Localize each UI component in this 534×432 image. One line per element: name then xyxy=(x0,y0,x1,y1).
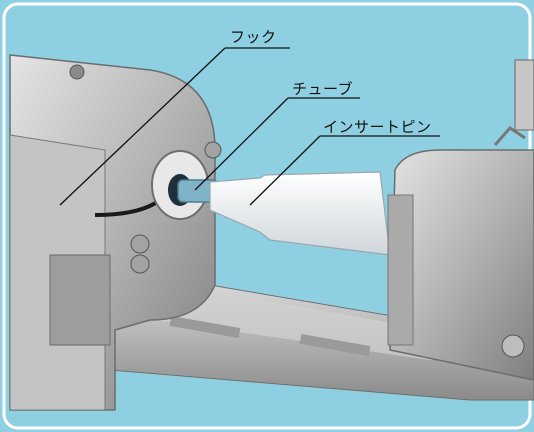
right-connector xyxy=(514,59,534,131)
insert-pin-label: インサートピン xyxy=(323,118,432,136)
side-screw-2 xyxy=(130,234,150,254)
right-block-face xyxy=(387,194,414,346)
tube-leader xyxy=(194,97,289,191)
side-screw-1 xyxy=(204,141,222,159)
right-block xyxy=(389,149,534,381)
left-housing-slot xyxy=(49,254,111,346)
hook-label: フック xyxy=(230,28,277,46)
right-screw xyxy=(501,334,525,358)
tube-label: チューブ xyxy=(292,80,354,98)
side-screw-3 xyxy=(130,254,150,274)
pin-leader xyxy=(249,135,321,206)
rail-slot xyxy=(169,315,241,339)
chain xyxy=(493,126,526,146)
rail-slot-2 xyxy=(299,333,371,357)
hook-leader xyxy=(59,47,226,206)
top-screw xyxy=(69,64,85,80)
